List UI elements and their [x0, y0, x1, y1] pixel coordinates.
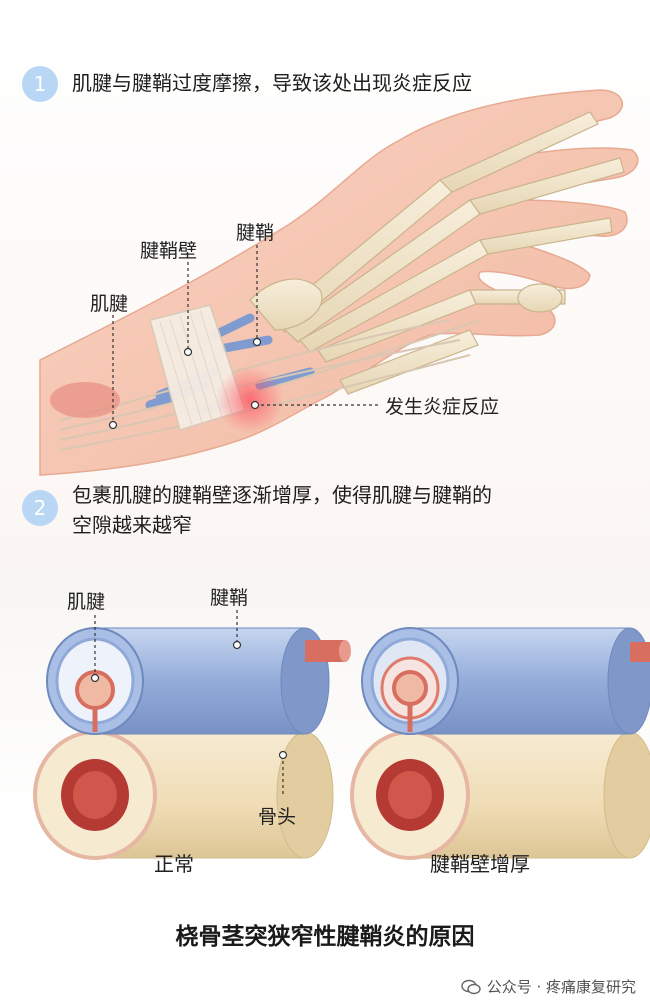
- normal-model: [35, 610, 351, 858]
- caption-thickened: 腱鞘壁增厚: [430, 848, 530, 877]
- label-sheath-wall: 腱鞘壁: [140, 236, 197, 263]
- thickened-tendon-end: [394, 672, 426, 704]
- inflammation-glow: [216, 366, 284, 434]
- step-2-text-line2: 空隙越来越窄: [72, 510, 192, 540]
- caption-normal: 正常: [154, 848, 194, 877]
- label-cs-sheath: 腱鞘: [210, 583, 248, 610]
- footer-source-text: 公众号 · 疼痛康复研究: [487, 976, 636, 997]
- figure-title: 桡骨茎突狭窄性腱鞘炎的原因: [0, 917, 650, 951]
- step-1-badge: 1: [22, 66, 58, 102]
- hand-illustration-panel: 1 肌腱与腱鞘过度摩擦，导致该处出现炎症反应 腱鞘壁 腱鞘 肌腱 发生炎症反应 …: [0, 0, 650, 570]
- step-2-badge: 2: [22, 490, 58, 526]
- thickened-model: [352, 628, 650, 858]
- label-sheath: 腱鞘: [236, 218, 274, 245]
- muscle: [50, 382, 120, 418]
- step-2-text-line1: 包裹肌腱的腱鞘壁逐渐增厚，使得肌腱与腱鞘的: [72, 480, 492, 510]
- label-tendon: 肌腱: [90, 289, 128, 316]
- label-cs-bone: 骨头: [258, 802, 296, 829]
- wechat-icon: [461, 979, 481, 995]
- label-inflammation: 发生炎症反应: [385, 392, 499, 419]
- footer-source: 公众号 · 疼痛康复研究: [461, 976, 636, 997]
- label-cs-tendon: 肌腱: [67, 587, 105, 614]
- step-1-text: 肌腱与腱鞘过度摩擦，导致该处出现炎症反应: [72, 68, 472, 98]
